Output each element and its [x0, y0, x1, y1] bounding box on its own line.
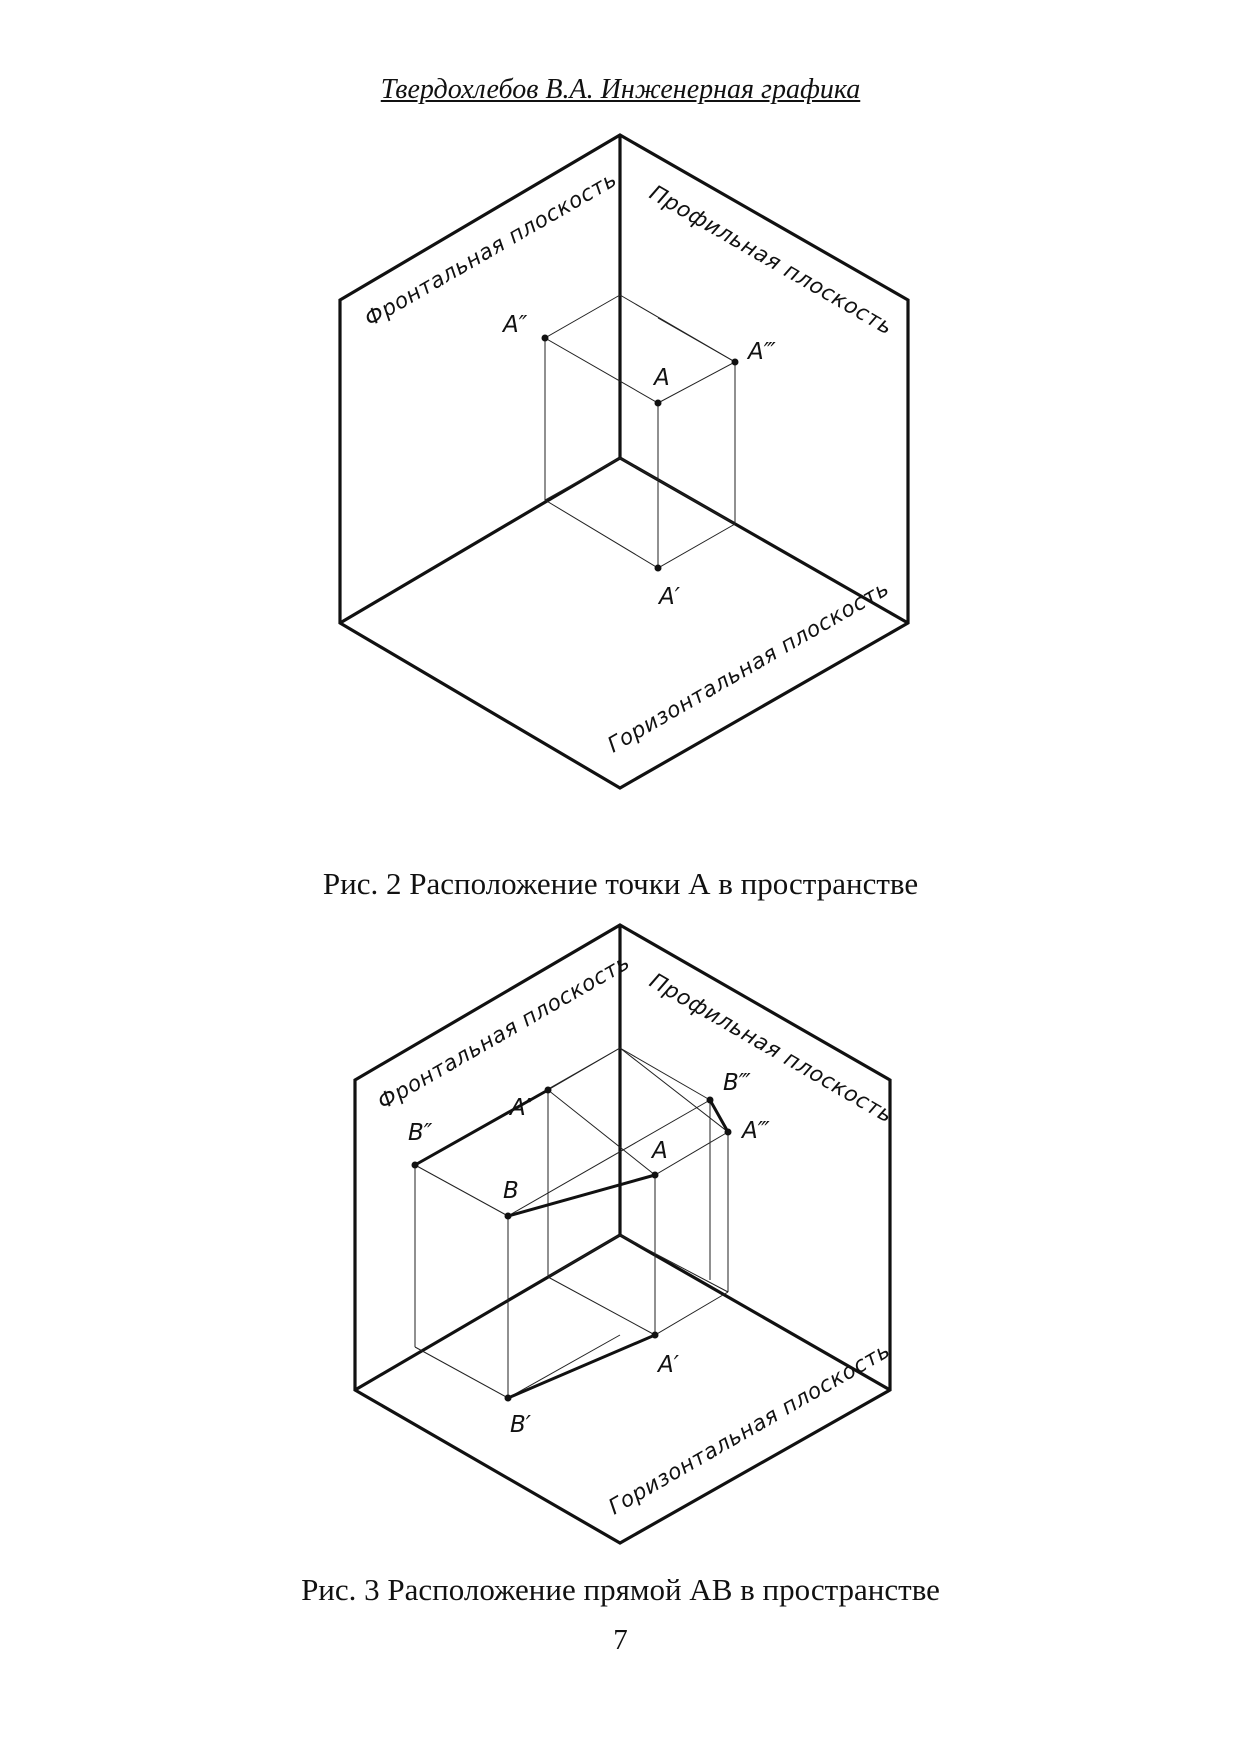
fig2-outer-frame — [338, 133, 910, 790]
fig3-segment-AB-top — [506, 1333, 657, 1400]
fig3-point-A-front — [544, 1086, 552, 1094]
fig3-point-B-front — [411, 1161, 419, 1169]
fig3-point-A-top — [651, 1331, 659, 1339]
fig3-label-A: A — [650, 1138, 668, 1164]
fig2-corner-edges — [339, 135, 909, 625]
fig3-label-B: B — [503, 1178, 519, 1204]
fig3-label-B-top: B′ — [510, 1412, 532, 1438]
fig2-label-A-profile: A‴ — [746, 339, 776, 365]
figure-2-drawing: A″ A‴ A A′ Фронтальная плоскость Профиль… — [338, 133, 910, 790]
figure-2-caption: Рис. 2 Расположение точки А в пространст… — [322, 866, 919, 901]
page-number: 7 — [613, 1624, 628, 1656]
fig2-point-A-front — [541, 334, 549, 342]
running-header: Твердохлебов В.А. Инженерная графика — [380, 74, 861, 105]
fig3-segments — [413, 1088, 730, 1400]
figure-3-caption: Рис. 3 Расположение прямой АВ в простран… — [301, 1572, 940, 1607]
fig3-point-A — [651, 1171, 659, 1179]
fig2-point-A-top — [654, 564, 662, 572]
fig3-corner-edges — [354, 925, 891, 1392]
fig3-segment-AB-profile — [708, 1098, 730, 1134]
fig3-label-A-front: A″ — [508, 1095, 535, 1121]
fig3-point-B-profile — [706, 1096, 714, 1104]
fig2-label-A: A — [652, 365, 670, 391]
fig3-horizontal-plane-label: Горизонтальная плоскость — [605, 1338, 895, 1520]
fig3-frontal-plane-label: Фронтальная плоскость — [374, 950, 635, 1115]
fig2-profile-plane-label: Профильная плоскость — [645, 181, 897, 341]
fig3-profile-plane-label: Профильная плоскость — [645, 969, 897, 1129]
fig2-point-A-profile — [731, 358, 739, 366]
fig3-point-B — [504, 1212, 512, 1220]
fig2-frontal-plane-label: Фронтальная плоскость — [361, 167, 622, 332]
fig3-point-B-top — [504, 1394, 512, 1402]
fig2-projection-lines — [543, 294, 737, 569]
fig3-projection-lines — [414, 1047, 729, 1399]
fig2-horizontal-plane-label: Горизонтальная плоскость — [604, 576, 894, 758]
fig3-segment-AB-front — [413, 1088, 550, 1167]
fig3-outer-frame — [353, 923, 892, 1545]
fig2-label-A-top: A′ — [657, 584, 681, 610]
fig3-label-A-top: A′ — [656, 1352, 680, 1378]
fig2-point-A — [654, 399, 662, 407]
fig3-point-A-profile — [724, 1128, 732, 1136]
figure-3-drawing: A″ B″ B‴ A‴ A B A′ B′ Фронтальная плоско… — [353, 923, 897, 1545]
fig3-label-B-profile: B‴ — [723, 1070, 751, 1096]
fig3-label-B-front: B″ — [408, 1120, 433, 1146]
fig3-label-A-profile: A‴ — [740, 1118, 770, 1144]
fig2-label-A-front: A″ — [501, 312, 528, 338]
fig3-segment-AB — [506, 1173, 657, 1218]
